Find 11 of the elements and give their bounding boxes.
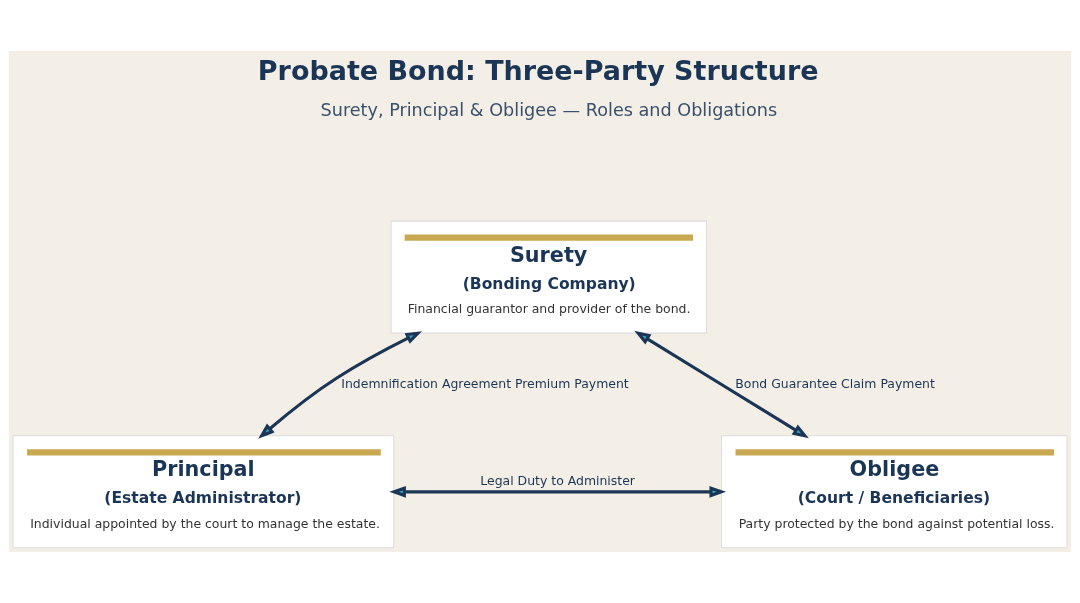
arrow xyxy=(258,331,423,439)
arrow xyxy=(389,486,727,498)
arrow xyxy=(634,330,809,439)
diagram-title: Probate Bond: Three-Party Structure xyxy=(257,54,819,86)
edge-label: Indemnification Agreement Premium Payment xyxy=(341,375,629,391)
label: Surety, Principal & Obligee — Roles and Obligations xyxy=(320,100,778,121)
node-box: Principal (Estate Administrator) Individual appointed by the court to manage the estate. xyxy=(12,435,395,549)
node-box: Obligee (Court / Beneficiaries) Party protected by the bond against potential loss. xyxy=(721,435,1068,549)
node-box: Surety (Bonding Company) Financial guarantor and provider of the bond. xyxy=(390,220,707,334)
edge-label: Legal Duty to Administer xyxy=(480,473,635,489)
edge-label: Bond Guarantee Claim Payment xyxy=(735,375,935,391)
